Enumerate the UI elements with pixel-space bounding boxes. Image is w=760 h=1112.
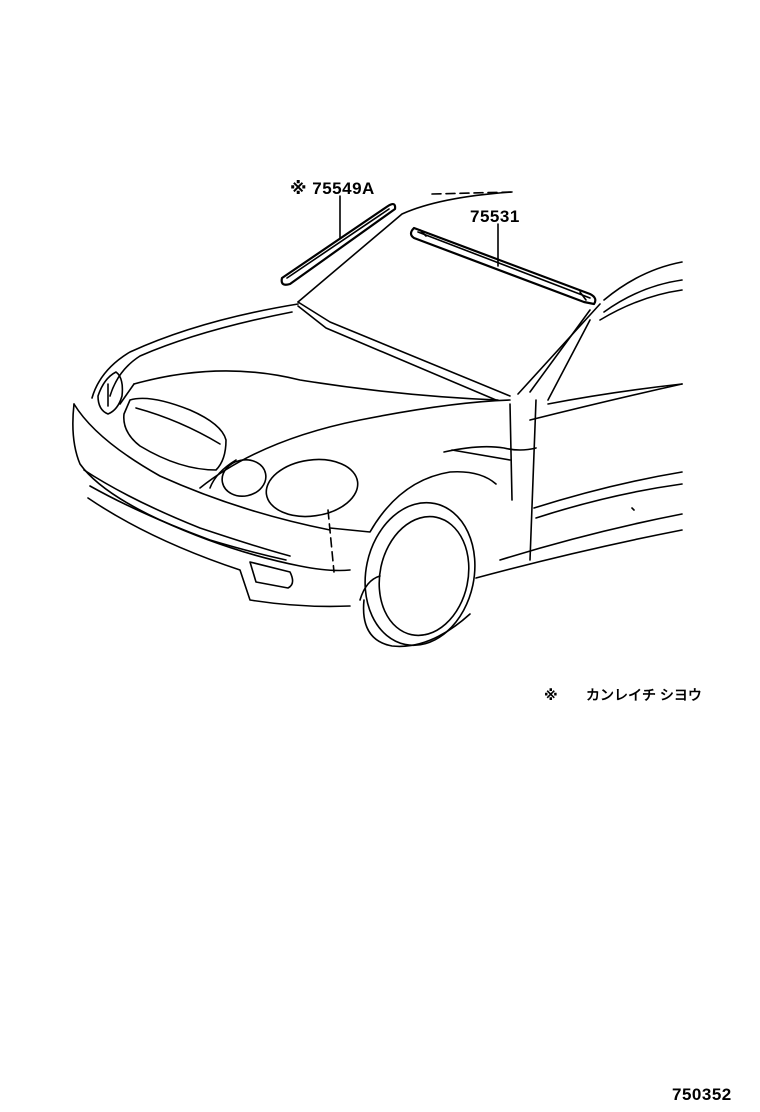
front-bumper	[72, 403, 351, 608]
right-headlight	[209, 458, 359, 518]
diagram-code: 750352	[672, 1085, 732, 1104]
note-text: カンレイチ シヨウ	[586, 687, 702, 703]
fender-body	[329, 383, 683, 601]
front-grille	[123, 397, 227, 471]
note-mark: ※	[544, 687, 558, 703]
front-wheel	[362, 501, 476, 648]
roof-molding-75531	[409, 226, 597, 306]
body-detail-mark	[631, 507, 635, 511]
part-label-75549a: ※ 75549A	[290, 179, 375, 198]
left-headlight	[97, 371, 124, 415]
windshield-molding-75549a	[280, 202, 397, 286]
part-label-75531: 75531	[470, 207, 520, 226]
windshield-outline	[297, 191, 683, 405]
hood-outline	[91, 303, 511, 489]
